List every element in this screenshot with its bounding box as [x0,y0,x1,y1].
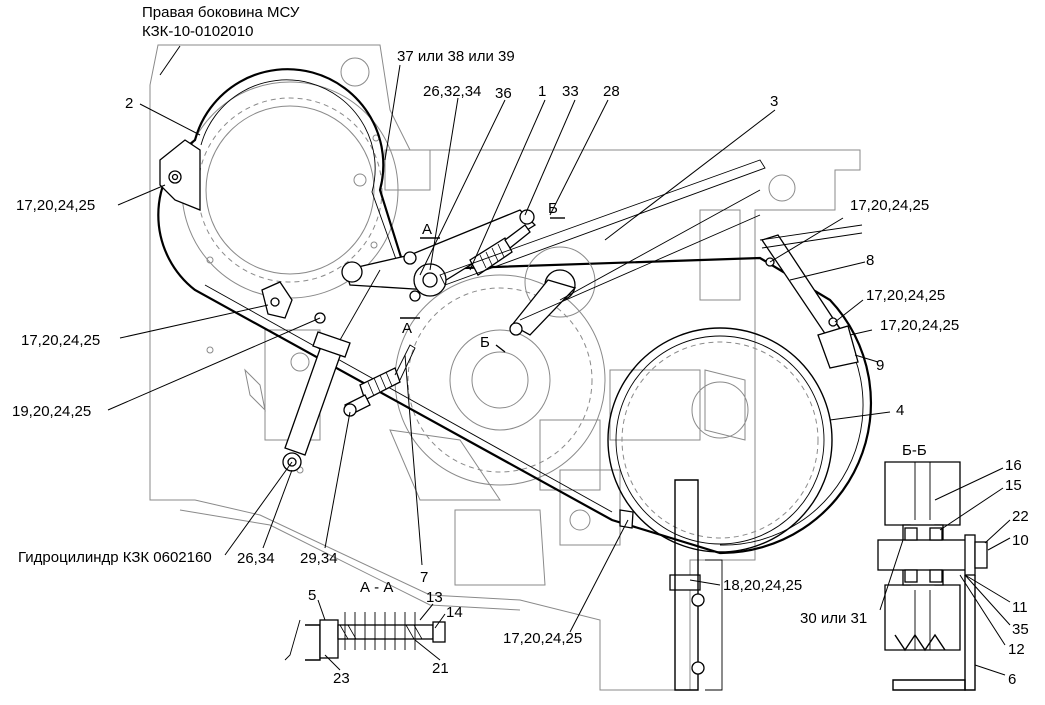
callout-28: 28 [603,83,620,100]
callout-17-20-24-25-right-low: 17,20,24,25 [880,317,959,334]
turnbuckle-rod-7 [343,344,416,417]
callout-17-20-24-25-right-mid: 17,20,24,25 [866,287,945,304]
title-line-2: КЗК-10-0102010 [142,23,253,40]
callout-36: 36 [495,85,512,102]
section-marker-a-lower: А [400,317,420,337]
callout-17-20-24-25-left-mid: 17,20,24,25 [21,332,100,349]
callout-9: 9 [876,357,884,374]
long-rod-3 [439,159,766,321]
callout-11: 11 [1012,599,1028,616]
callout-labels: Правая боковина МСУ КЗК-10-0102010 37 ил… [12,4,1029,688]
callout-8: 8 [866,252,874,269]
callout-17-20-24-25-bottom: 17,20,24,25 [503,630,582,647]
callout-26-32-34: 26,32,34 [423,83,481,100]
callout-33: 33 [562,83,579,100]
section-marker-a-upper: А [420,221,440,239]
section-letter-a-lower: А [402,320,412,337]
callout-30-31: 30 или 31 [800,610,867,627]
callout-2: 2 [125,95,133,112]
callout-16: 16 [1005,457,1022,474]
callout-10: 10 [1012,532,1029,549]
callout-37-38-39: 37 или 38 или 39 [397,48,515,65]
callout-13: 13 [426,589,443,606]
callout-26-34: 26,34 [237,550,275,567]
callout-cylinder: Гидроцилиндр КЗК 0602160 [18,549,212,566]
callout-21: 21 [432,660,449,677]
view-bb-label: Б-Б [902,442,927,459]
center-drum [394,274,606,486]
callout-4: 4 [896,402,904,419]
belt-guide-lower-left [261,281,293,319]
callout-1: 1 [538,83,546,100]
callout-18-20-24-25: 18,20,24,25 [723,577,802,594]
callout-19-20-24-25: 19,20,24,25 [12,403,91,420]
view-aa-label: А - А [360,579,393,596]
belt-guide-upper-left [159,139,201,211]
section-letter-b-lower: Б [480,334,490,351]
section-letter-a-upper: А [422,221,432,238]
callout-7: 7 [420,569,428,586]
belt-guide-right-8 [759,224,863,369]
callout-29-34: 29,34 [300,550,338,567]
section-aa-detail: А - А [284,579,446,661]
callout-17-20-24-25-upper-right: 17,20,24,25 [850,197,929,214]
callout-14: 14 [446,604,463,621]
section-bb-detail: Б-Б [877,442,988,691]
title-line-1: Правая боковина МСУ [142,4,300,21]
tensioner-plate [341,209,596,336]
section-marker-b-lower: Б [480,334,506,353]
leader-lines [107,45,1011,676]
callout-23: 23 [333,670,350,687]
callout-6: 6 [1008,671,1016,688]
belt-guide-bottom [619,479,723,691]
callout-5: 5 [308,587,316,604]
callout-12: 12 [1008,641,1025,658]
callout-22: 22 [1012,508,1029,525]
callout-3: 3 [770,93,778,110]
callout-17-20-24-25-upper-left: 17,20,24,25 [16,197,95,214]
drive-belt [157,68,873,555]
callout-35: 35 [1012,621,1029,638]
callout-15: 15 [1005,477,1022,494]
